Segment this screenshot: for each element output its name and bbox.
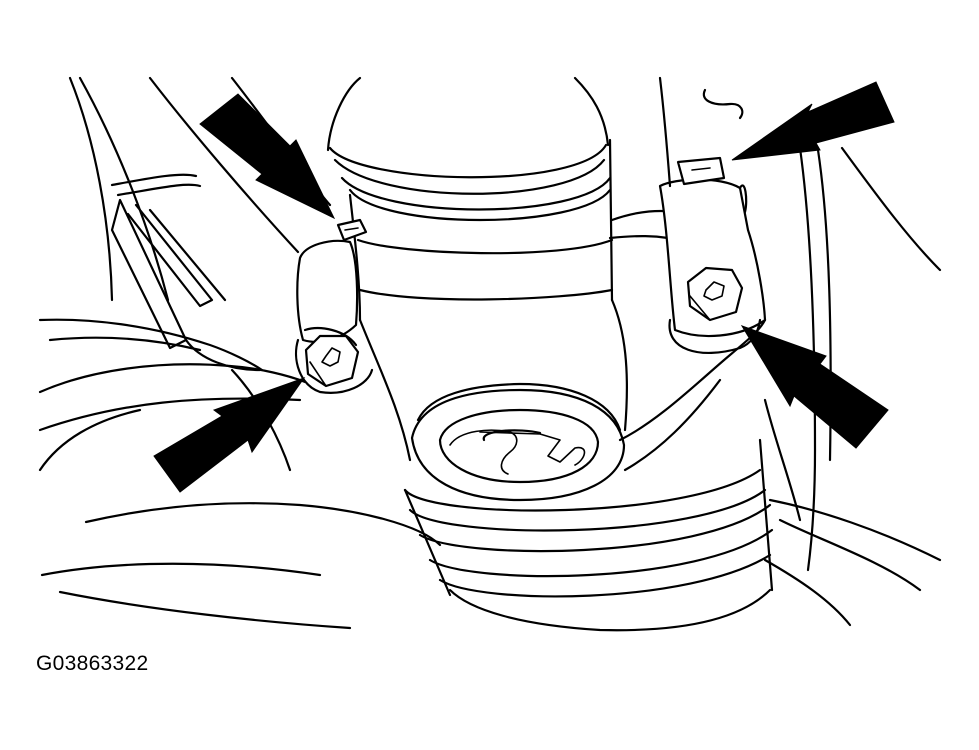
arrow-lower-right — [740, 325, 889, 449]
lower-shaft-rings — [403, 438, 774, 632]
lower-left-bolt — [304, 334, 360, 388]
right-bearing-strap — [658, 156, 767, 355]
lower-right-bolt — [686, 266, 744, 322]
figure-id-label: G03863322 — [36, 652, 149, 675]
lower-joint-cup — [410, 382, 626, 502]
arrow-upper-left — [199, 93, 336, 220]
left-bracket-structure — [68, 76, 332, 372]
arrow-upper-right — [731, 81, 895, 161]
yoke-body — [356, 209, 682, 462]
upper-shaft — [326, 76, 614, 322]
callout-arrows — [153, 81, 895, 493]
left-bearing-cap — [294, 218, 374, 394]
arrow-lower-left — [153, 377, 306, 493]
